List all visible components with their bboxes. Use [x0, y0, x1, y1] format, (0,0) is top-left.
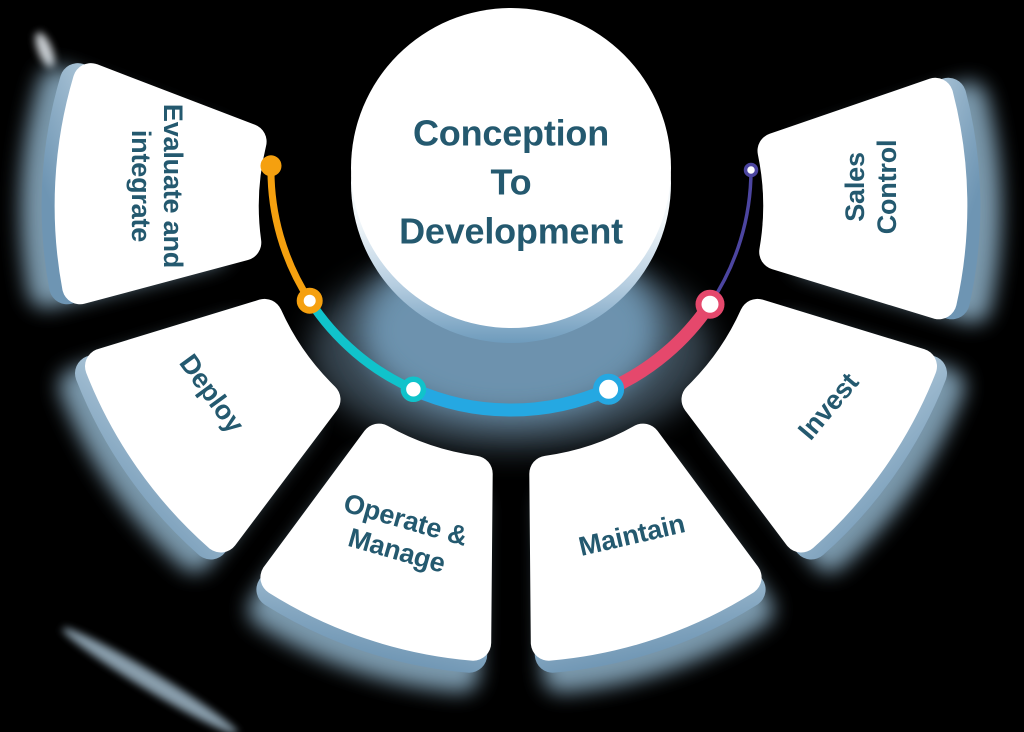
floor-streak [62, 627, 238, 732]
milestone-ring-pink [695, 289, 725, 319]
milestone-ring-blue [593, 373, 625, 405]
segment-label-line: Control [872, 139, 902, 235]
segment-maintain-tile [529, 423, 774, 693]
milestone-ring-teal [400, 376, 427, 403]
arc-step-blue [406, 382, 616, 417]
arc-step-teal [305, 296, 418, 394]
segment-label-line: integrate [126, 129, 156, 243]
segment-label-line: Evaluate and [157, 103, 188, 269]
tile-face [529, 423, 762, 661]
circle-face [351, 8, 671, 328]
segment-label-evaluate-and-integrate: Evaluate and integrate [124, 104, 188, 268]
segment-deploy-tile [59, 298, 341, 573]
segment-label-line: Sales [840, 152, 871, 222]
background-smudges [35, 32, 238, 732]
center-title-line: Conception [413, 112, 609, 154]
timeline-milestones [260, 155, 759, 405]
segment-operate-and-manage-tile [248, 423, 493, 693]
segment-sales-control-tile [757, 77, 1002, 324]
center-circle [351, 8, 671, 343]
center-title-line: To [490, 161, 532, 203]
tile-face [260, 423, 493, 661]
arc-step-orange [267, 162, 314, 305]
milestone-ring-orange [296, 287, 323, 314]
segment-label-sales-control: Sales Control [840, 140, 904, 235]
milestone-ring-end [743, 162, 759, 178]
center-title-line: Development [399, 210, 623, 252]
tile-face [757, 77, 968, 320]
tile-face [54, 63, 267, 305]
segment-invest-tile [681, 298, 965, 573]
milestone-dot-start [260, 155, 282, 177]
arc-step-purple [708, 168, 753, 306]
center-title: Conception To Development [399, 110, 623, 257]
tile-face [85, 298, 341, 553]
segment-evaluate-and-integrate-tile [20, 63, 267, 309]
highlight-curl [35, 32, 55, 68]
tile-face [681, 298, 937, 553]
